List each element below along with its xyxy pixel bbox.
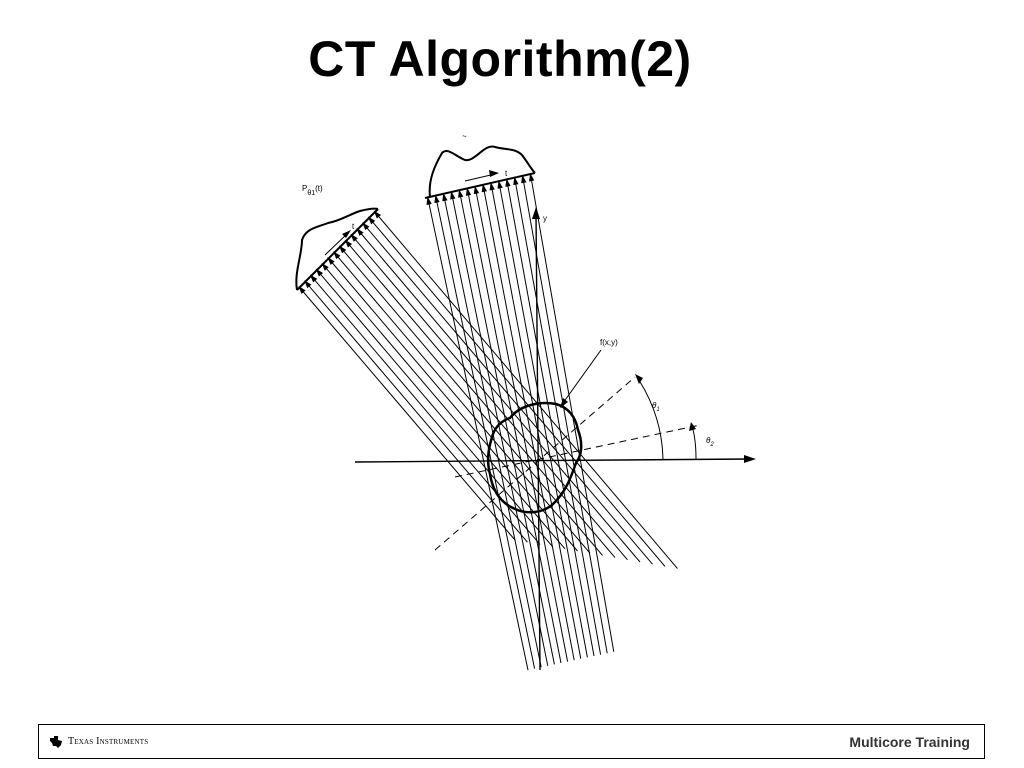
projection-profile-theta2 [428,145,536,198]
ray-arrowhead [350,233,358,242]
detector-theta1 [296,208,379,291]
y-axis-arrowhead [532,207,540,219]
theta2-arc-arrowhead [689,422,696,431]
ray-theta2 [443,195,542,668]
company-name: Texas Instruments [68,736,149,747]
ray-theta1 [351,235,628,561]
object-label: f(x,y) [600,338,618,347]
ray-theta1 [346,241,616,558]
t-label-theta2: t [505,169,508,178]
ray-arrowhead [473,185,480,195]
x-axis-arrowhead [744,455,756,463]
y-axis-label: y [543,214,547,223]
ray-arrowhead [513,176,519,186]
theta1-arc-arrowhead [635,374,643,384]
object-leader-arrowhead [560,398,568,408]
profile-tick-mark: ~ [462,132,467,141]
y-axis [535,212,541,671]
texas-state-icon [49,735,63,749]
ray-arrowhead [426,196,432,205]
ray-arrowhead [309,274,318,283]
ray-theta2 [482,186,575,661]
ray-arrowhead [327,257,335,265]
ray-theta1 [375,212,678,569]
ray-arrowhead [458,189,464,198]
x-axis [354,458,751,463]
ray-arrowhead [338,245,347,254]
ray-theta1 [299,287,516,541]
ray-theta1 [334,252,591,554]
ray-theta1 [369,218,666,567]
ray-arrowhead [373,210,382,219]
ray-arrowhead [367,216,376,225]
ray-arrowhead [465,187,472,196]
ti-brand: Texas Instruments [49,735,148,749]
object-blob [486,401,583,514]
footer-course-name: Multicore Training [849,733,970,750]
slide-title: CT Algorithm(2) [308,31,692,87]
ray-arrowhead [298,286,306,294]
theta1-label: θ1 [652,401,660,413]
ray-theta2 [459,191,555,665]
ray-theta2 [522,177,608,654]
ray-theta1 [305,281,528,543]
ray-arrowhead [362,222,370,231]
ray-arrowhead [528,173,535,182]
ray-theta2 [427,198,529,671]
theta2-arc [691,425,697,460]
projection-label: Pθ1(t) [302,184,323,197]
detector-theta2 [424,172,536,199]
ray-arrowhead [450,191,456,200]
ray-theta1 [322,264,566,550]
ray-arrowhead [304,280,312,289]
t-label-theta1: t [352,222,355,231]
ray-theta1 [317,270,553,547]
ray-arrowhead [356,228,364,236]
theta1-dashed-axis [434,376,636,551]
ray-arrowhead [344,239,353,248]
ray-theta2 [467,189,562,664]
object-label-leader [562,349,602,404]
ray-arrowhead [442,192,448,202]
ray-theta2 [514,179,602,655]
theta2-dashed-axis [454,424,701,478]
ray-theta2 [435,197,536,669]
ray-theta2 [451,193,549,666]
ray-arrowhead [315,268,324,277]
theta2-label: θ2 [706,436,714,448]
ray-theta2 [506,180,595,657]
ray-arrowhead [497,180,503,189]
projection-rays-theta2 [426,173,615,671]
ray-arrowhead [333,251,341,260]
t-arrow-theta1 [324,232,349,256]
ray-theta2 [490,184,582,659]
projection-rays-theta1 [298,210,678,569]
projection-profile-theta1 [295,207,379,291]
ray-arrowhead [489,182,495,191]
slide-footer: Texas Instruments Multicore Training [38,724,985,759]
ray-arrowhead [321,262,329,271]
ray-theta1 [357,229,641,563]
ray-arrowhead [521,174,527,184]
ct-projection-diagram: y θ1 θ2 f(x,y) t Pθ1(t) t ~ [280,125,780,680]
ray-theta2 [474,188,569,662]
ray-arrowhead [481,183,487,193]
ray-arrowhead [434,194,440,204]
theta1-arc [636,376,664,460]
ray-arrowhead [505,178,511,187]
ray-theta2 [498,182,588,658]
